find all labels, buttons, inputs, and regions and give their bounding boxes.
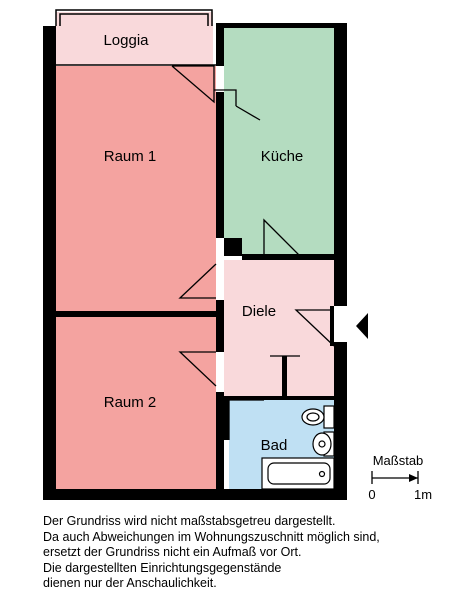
entrance-threshold: [330, 306, 334, 346]
bath-fixtures: [261, 405, 335, 490]
note-line: Die dargestellten Einrichtungsgegenständ…: [43, 560, 282, 575]
bathtub-icon: [261, 457, 335, 490]
loggia-label: Loggia: [103, 32, 149, 49]
note-line: dienen nur der Anschaulichkeit.: [43, 576, 217, 590]
kueche-area: [224, 28, 334, 256]
sink-icon: [312, 431, 335, 457]
bad-label: Bad: [261, 437, 288, 454]
floor-plan: Loggia Raum 1 Küche Diele Raum 2 Bad Maß…: [43, 9, 432, 502]
disclaimer-notes: Der Grundriss wird nicht maßstabsgetreu …: [43, 514, 463, 592]
scale-start: 0: [368, 487, 375, 502]
note-line: ersetzt der Grundriss nicht ein Aufmaß v…: [43, 545, 302, 559]
toilet-icon: [301, 405, 335, 429]
raum2-label: Raum 2: [104, 394, 157, 411]
diele-label: Diele: [242, 303, 276, 320]
note-line: Da auch Abweichungen im Wohnungszuschnit…: [43, 529, 380, 544]
kueche-label: Küche: [261, 148, 304, 165]
scale-arrow-icon: [409, 474, 418, 482]
raum2-area: [56, 317, 216, 489]
scale-end: 1m: [414, 487, 432, 502]
walls: [43, 23, 347, 500]
entrance-arrow-icon: [356, 313, 368, 339]
diele-area: [224, 260, 334, 396]
scale-title: Maßstab: [373, 453, 424, 468]
loggia-area: [56, 12, 213, 65]
note-line: Der Grundriss wird nicht maßstabsgetreu …: [43, 514, 336, 528]
door-swings: [171, 65, 335, 440]
loggia-railing: [55, 9, 216, 66]
raum1-area: [56, 66, 216, 311]
scale-bar: Maßstab 0 1m: [368, 453, 432, 502]
raum1-label: Raum 1: [104, 148, 157, 165]
